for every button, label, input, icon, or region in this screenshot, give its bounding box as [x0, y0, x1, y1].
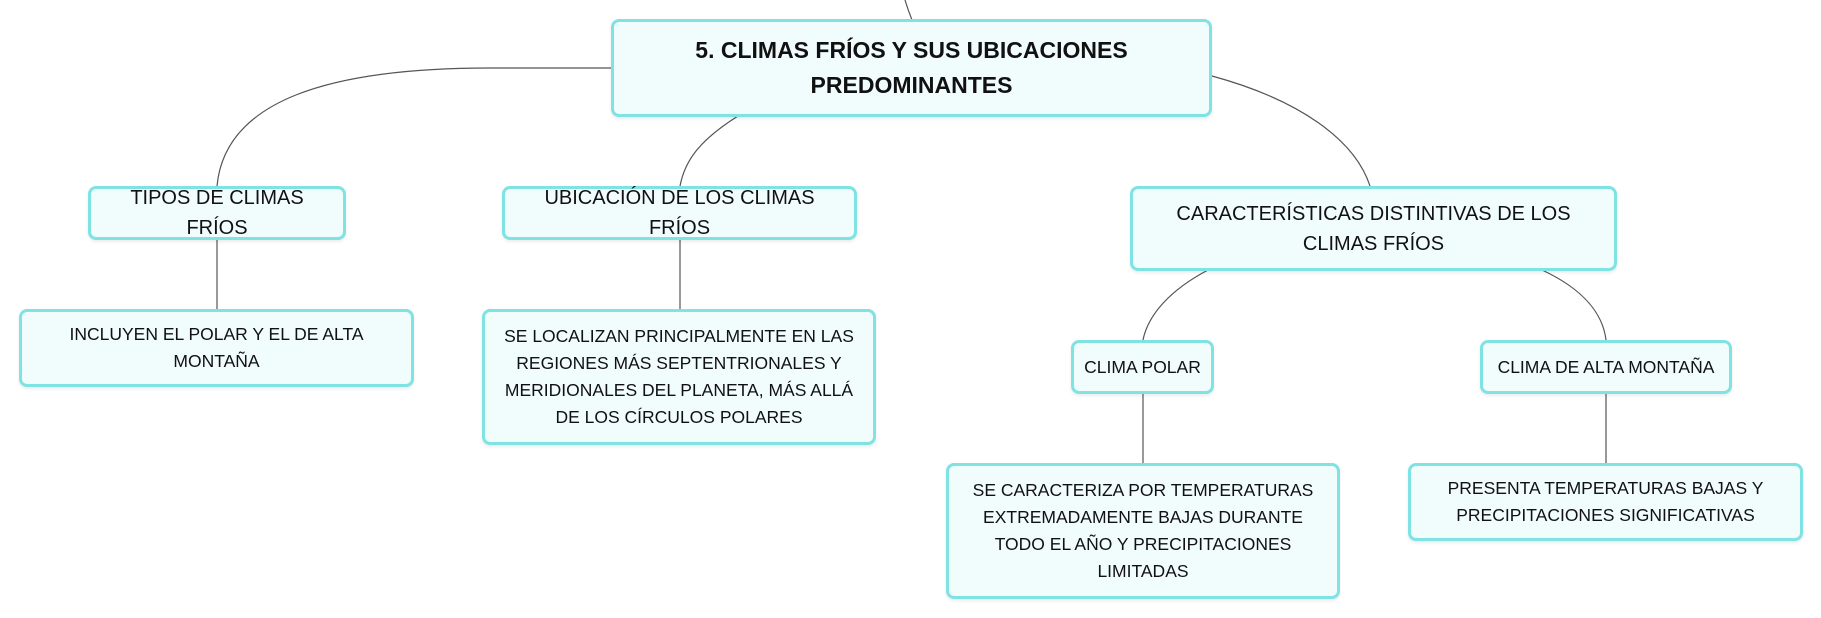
root-node[interactable]: 5. CLIMAS FRÍOS Y SUS UBICACIONES PREDOM… — [611, 19, 1212, 117]
montana-node[interactable]: CLIMA DE ALTA MONTAÑA — [1480, 340, 1732, 394]
connector-caracteristicas-montana — [1541, 269, 1607, 341]
polar-node-label: CLIMA POLAR — [1084, 356, 1201, 377]
tipos-node-label: TIPOS DE CLIMAS FRÍOS — [130, 187, 304, 239]
tipos-node[interactable]: TIPOS DE CLIMAS FRÍOS — [88, 186, 346, 240]
montana-detalle-node[interactable]: PRESENTA TEMPERATURAS BAJAS Y PRECIPITAC… — [1408, 463, 1803, 541]
connector-root-caracteristicas — [1211, 75, 1371, 187]
ubicacion-node-label: UBICACIÓN DE LOS CLIMAS FRÍOS — [544, 187, 815, 239]
ubicacion-detalle-node[interactable]: SE LOCALIZAN PRINCIPALMENTE EN LAS REGIO… — [482, 309, 876, 445]
tipos-detalle-label: INCLUYEN EL POLAR Y EL DE ALTA MONTAÑA — [69, 324, 364, 371]
polar-detalle-node[interactable]: SE CARACTERIZA POR TEMPERATURAS EXTREMAD… — [946, 463, 1340, 599]
tipos-detalle-node[interactable]: INCLUYEN EL POLAR Y EL DE ALTA MONTAÑA — [19, 309, 414, 387]
ubicacion-node[interactable]: UBICACIÓN DE LOS CLIMAS FRÍOS — [502, 186, 857, 240]
connector-root-ubicacion — [679, 115, 739, 187]
connector-root-tipos — [216, 67, 611, 187]
caracteristicas-node-label: CARACTERÍSTICAS DISTINTIVAS DE LOS CLIMA… — [1176, 202, 1571, 255]
root-node-label: 5. CLIMAS FRÍOS Y SUS UBICACIONES PREDOM… — [695, 37, 1128, 98]
connector-caracteristicas-polar — [1142, 269, 1209, 341]
polar-node[interactable]: CLIMA POLAR — [1071, 340, 1214, 394]
caracteristicas-node[interactable]: CARACTERÍSTICAS DISTINTIVAS DE LOS CLIMA… — [1130, 186, 1617, 271]
connector-top-incoming — [904, 0, 913, 21]
ubicacion-detalle-label: SE LOCALIZAN PRINCIPALMENTE EN LAS REGIO… — [504, 326, 854, 427]
montana-detalle-label: PRESENTA TEMPERATURAS BAJAS Y PRECIPITAC… — [1447, 478, 1764, 525]
montana-node-label: CLIMA DE ALTA MONTAÑA — [1497, 356, 1715, 377]
polar-detalle-label: SE CARACTERIZA POR TEMPERATURAS EXTREMAD… — [972, 480, 1314, 581]
